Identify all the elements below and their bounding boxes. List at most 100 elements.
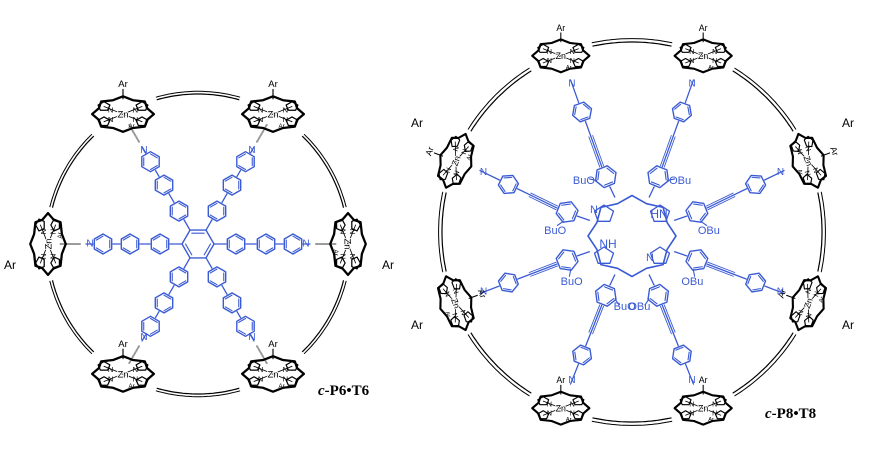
pyridyl-ethynyl-arm-pyridine [745,272,767,293]
pyridyl-ethynyl-arm-pyridine-double-bond [582,357,590,364]
pyridyl-ethynyl-arm-alkyne [706,263,735,276]
n-zn-bond [122,106,143,115]
phenyl-ring [256,233,276,255]
n-zn-bond [442,160,457,176]
n-zn-bond [103,106,124,115]
coordination-bond [256,123,268,143]
nitrogen-atom: N [712,58,717,65]
alkoxy-bond [588,178,598,181]
pyrrole-ring [285,360,299,371]
n-zn-bond [455,146,469,162]
butoxy-group: BuO [573,175,595,187]
alkoxyphenyl-ring-double-bond [606,298,615,305]
porphyrin-macrocycle [240,354,306,393]
pyrrole-ring [97,360,111,371]
coordination-bond [128,345,140,365]
aryl-label-small: Ar [466,154,474,162]
pyridyl-ethynyl-arm-alkyne [530,192,559,207]
central-pyrrole-ring [593,204,615,222]
butoxy-group: OBu [698,225,720,237]
aryl-label: Ar [118,339,128,350]
porphyrin-macrocycle [531,390,591,426]
pyrrole-ring [572,43,585,53]
pyridyl-ethynyl-arm-bond [584,120,592,137]
pyridyl-ethynyl-arm-alkyne [529,263,558,276]
c-p6-t6-label-name: -P6•T6 [324,383,370,399]
aryl-bond [609,274,616,286]
pyridyl-arm-pyridine-double-bond [238,329,247,335]
n-zn-bond [122,373,143,382]
nitrogen-atom: N [797,309,805,316]
pyridyl-ethynyl-arm-alkyne [588,304,601,333]
aryl-label-outer: Ar [411,116,423,130]
biphenyl-bond [205,219,213,231]
pyridyl-arm-pyridine-double-bond [95,235,104,241]
phenyl-ring-double-bond [224,306,233,312]
n-zn-bond [807,160,822,176]
pyridyl-ethynyl-arm-pyridine-double-bond [512,275,517,285]
pyridyl-arm-bond [236,310,242,319]
central-nitrogen-atom: N [646,252,654,264]
butadiyne-link-triple [303,133,347,208]
porphyrin-macrocycle [789,275,828,332]
pyridyl-arm-pyridine-double-bond [238,317,247,323]
porphyrin-macrocycle [531,38,591,74]
alkoxyphenyl-ring-double-bond [561,203,571,206]
nitrogen-atom: N [461,148,469,155]
aryl-label: Ar [476,288,488,300]
pyridyl-arm-pyridine [93,233,113,255]
nitrogen-atom: N [442,291,450,298]
pyridyl-ethynyl-arm-pyridine-double-bond [674,357,682,364]
aryl-bond [576,215,590,221]
butadiyne-link-triple [734,67,797,130]
alkoxyphenyl-ring-double-bond [558,251,565,260]
pyridyl-ethynyl-arm-nitrogen: N [480,167,487,178]
aryl-label: Ar [699,23,708,33]
pyridyl-ethynyl-arm-alkyne [529,194,558,209]
pyridyl-ethynyl-arm-alkyne [528,261,557,273]
phenyl-ring-double-bond [163,294,172,300]
nitrogen-atom: N [805,312,813,319]
meso-aryl-bond [433,152,444,157]
alkoxy-bond [700,220,708,226]
nitrogen-atom: N [803,170,811,177]
pyrrole-ring [714,43,727,53]
nitrogen-atom: N [108,375,113,384]
pyridyl-ethynyl-arm-n-bond [479,169,501,181]
butoxy-group: OBu [669,175,691,187]
pyridyl-arm-nitrogen: N [302,239,309,250]
alkoxyphenyl-ring-double-bond [604,286,614,291]
aryl-label-small: Ar [278,383,284,390]
alkoxyphenyl-ring-double-bond [561,266,571,269]
aryl-label-small: Ar [708,417,714,423]
butadiyne-link [732,70,794,132]
pyridyl-arm-n-bond [141,146,147,154]
pyrrole-ring [135,101,149,111]
n-zn-bond [253,106,274,115]
central-benzene-double-bond [203,243,212,256]
pyrrole-ring [679,43,692,53]
nitrogen-atom: N [453,170,461,177]
alkoxyphenyl-ring-double-bond [604,181,614,186]
n-zn-bond [685,48,704,57]
n-zn-bond [272,113,293,123]
pyridyl-ethynyl-arm-pyridine [497,272,519,293]
porphyrin-macrocycle [673,38,733,74]
aryl-label-outer: Ar [411,318,423,332]
phenyl-ring-double-bond [209,202,218,208]
aryl-bond [576,251,590,257]
pyrrole-ring [803,135,814,148]
n-zn-bond [339,224,349,245]
phenyl-ring-double-bond [122,247,131,253]
pyridyl-arm-bond [154,310,160,319]
pyrrole-ring [351,218,361,232]
central-pyrrole-ring [649,246,671,264]
alkoxyphenyl-ring-double-bond [571,210,577,220]
alkoxyphenyl-ring-double-bond [597,170,600,181]
n-zn-bond [702,400,722,409]
zinc-atom: Zn [267,369,278,380]
n-zn-bond [122,365,143,375]
butadiyne-link [51,280,95,353]
n-zn-bond [253,113,274,123]
